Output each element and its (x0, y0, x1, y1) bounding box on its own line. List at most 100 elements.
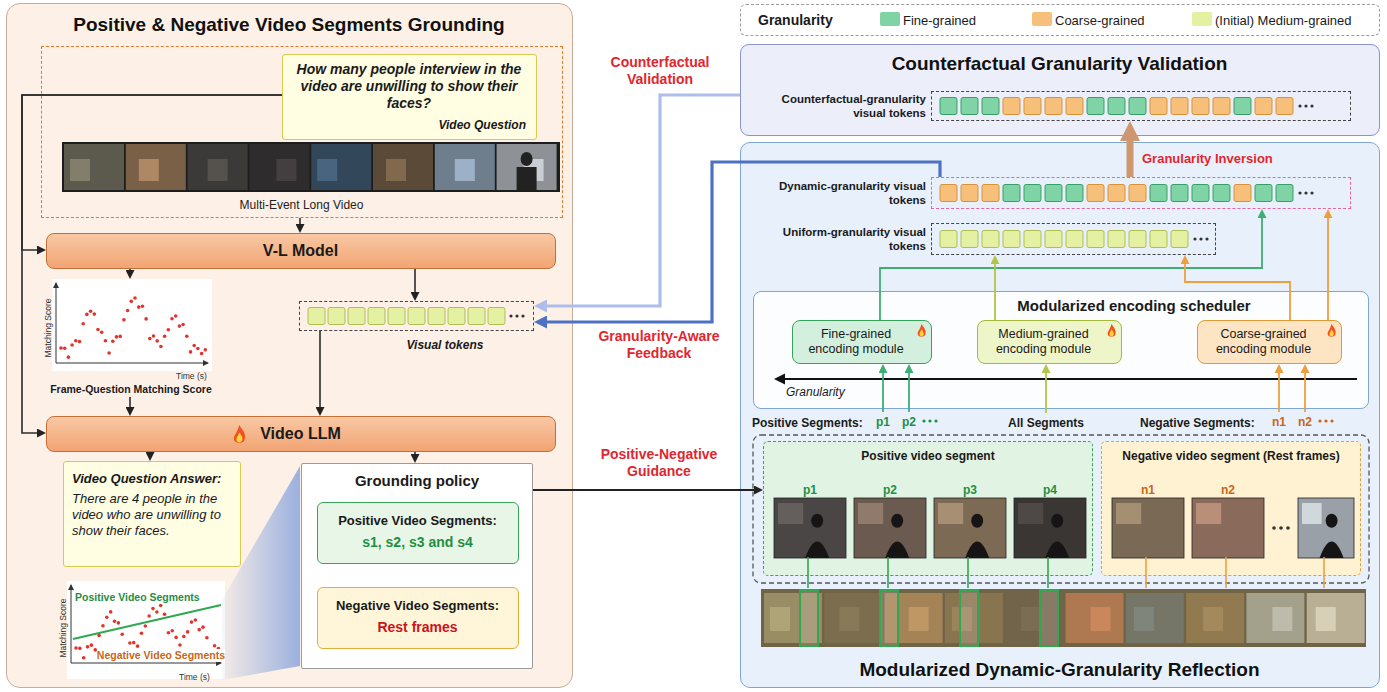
granularity-axis (782, 378, 1357, 380)
chart-plot (52, 279, 212, 371)
chart-plot (67, 581, 225, 679)
score-dot (118, 335, 122, 339)
ellipsis-dot (922, 419, 925, 422)
scheduler-box: Fine-grained encoding moduleMedium-grain… (753, 291, 1369, 409)
score-dot (148, 337, 152, 341)
segment-list: Rest frames (377, 619, 457, 636)
film-tint (761, 589, 1366, 647)
visual-token (1150, 231, 1167, 248)
segment-heading: Negative Video Segments: (336, 598, 499, 614)
panel-title: Counterfactual Granularity Validation (892, 52, 1228, 75)
person-silhouette (805, 542, 829, 559)
ellipsis-dot (928, 419, 931, 422)
score-dot (107, 351, 111, 355)
frame-detail (208, 159, 228, 181)
leader-arrow (1278, 369, 1280, 412)
score-dot (181, 323, 185, 327)
segment-label: Negative Segments: (1140, 416, 1255, 431)
visual-token (1276, 185, 1293, 202)
model-label: V-L Model (263, 241, 338, 261)
visual-token (961, 98, 978, 115)
score-dot (78, 647, 82, 651)
score-dot (159, 345, 163, 349)
visual-token (1213, 98, 1230, 115)
score-dot (163, 334, 167, 338)
score-dot (104, 339, 108, 343)
visual-token (1234, 98, 1251, 115)
visual-token (408, 308, 425, 325)
thumb-label: n2 (1221, 483, 1235, 498)
ellipsis-dot (509, 314, 512, 317)
visual-token (1066, 98, 1083, 115)
score-dot (155, 339, 159, 343)
answer-text: There are 4 people in the video who are … (72, 491, 232, 539)
visual-token (468, 308, 485, 325)
score-dot (178, 324, 182, 328)
connector-arrow (533, 489, 758, 491)
ellipsis-dot (1272, 526, 1276, 530)
video-caption: Multi-Event Long Video (240, 198, 364, 213)
visual-token (940, 185, 957, 202)
module-label: Medium-grained encoding module (983, 327, 1104, 357)
video-frame (435, 144, 495, 190)
score-dot (93, 312, 97, 316)
token-caption: Uniform-granularity visual tokens (750, 225, 926, 253)
axis-label: Time (s) (179, 672, 210, 682)
illustration (300, 302, 535, 332)
ellipsis-dot (1286, 526, 1290, 530)
visual-token (1066, 231, 1083, 248)
legend-text: Fine-grained (903, 13, 976, 29)
visual-token (1087, 98, 1104, 115)
score-dot (117, 621, 121, 625)
visual-token (1024, 98, 1041, 115)
score-dot (111, 339, 115, 343)
visual-token (982, 185, 999, 202)
score-dot (174, 314, 178, 318)
ellipsis-dot (1310, 191, 1313, 194)
visual-token (1003, 231, 1020, 248)
score-dot (109, 610, 113, 614)
ellipsis-dot (521, 314, 524, 317)
score-dot (63, 346, 67, 350)
group-title: Negative video segment (Rest frames) (1122, 449, 1339, 464)
score-dot (144, 317, 148, 321)
edge-label: Counterfactual Validation (584, 54, 736, 88)
visual-token (1045, 98, 1062, 115)
granularity-axis-head (774, 374, 785, 385)
visual-token (1192, 185, 1209, 202)
score-dot (82, 656, 86, 660)
visual-token (1276, 98, 1293, 115)
panel-title: Positive & Negative Video Segments Groun… (73, 13, 504, 36)
connector-arrow (319, 331, 321, 411)
thumb-label: p2 (883, 483, 897, 498)
visual-token (348, 308, 365, 325)
connector-arrow (1327, 214, 1329, 320)
visual-token (1129, 185, 1146, 202)
segment-frame (753, 435, 1369, 583)
score-dot (126, 309, 130, 313)
score-dot (201, 625, 205, 629)
score-dot (170, 317, 174, 321)
axis-label: Matching Score (43, 298, 53, 357)
person-silhouette (521, 152, 533, 166)
person-silhouette (517, 167, 537, 190)
legend-text: Coarse-grained (1055, 13, 1145, 29)
visual-token (1129, 231, 1146, 248)
visual-token (1003, 98, 1020, 115)
ellipsis-dot (1318, 419, 1321, 422)
thumbnail-detail (1116, 503, 1141, 524)
visual-token (961, 185, 978, 202)
film-strip (761, 589, 1366, 647)
score-dot (170, 629, 174, 633)
connector-arrow (129, 269, 131, 274)
score-dot (67, 355, 71, 359)
score-dot (185, 334, 189, 338)
score-dot (120, 632, 124, 636)
person-silhouette (971, 514, 983, 528)
connector-arrow (880, 214, 1262, 320)
video-frame (249, 144, 309, 190)
visual-token (1129, 98, 1146, 115)
score-dot (174, 636, 178, 640)
ellipsis-dot (1304, 104, 1307, 107)
